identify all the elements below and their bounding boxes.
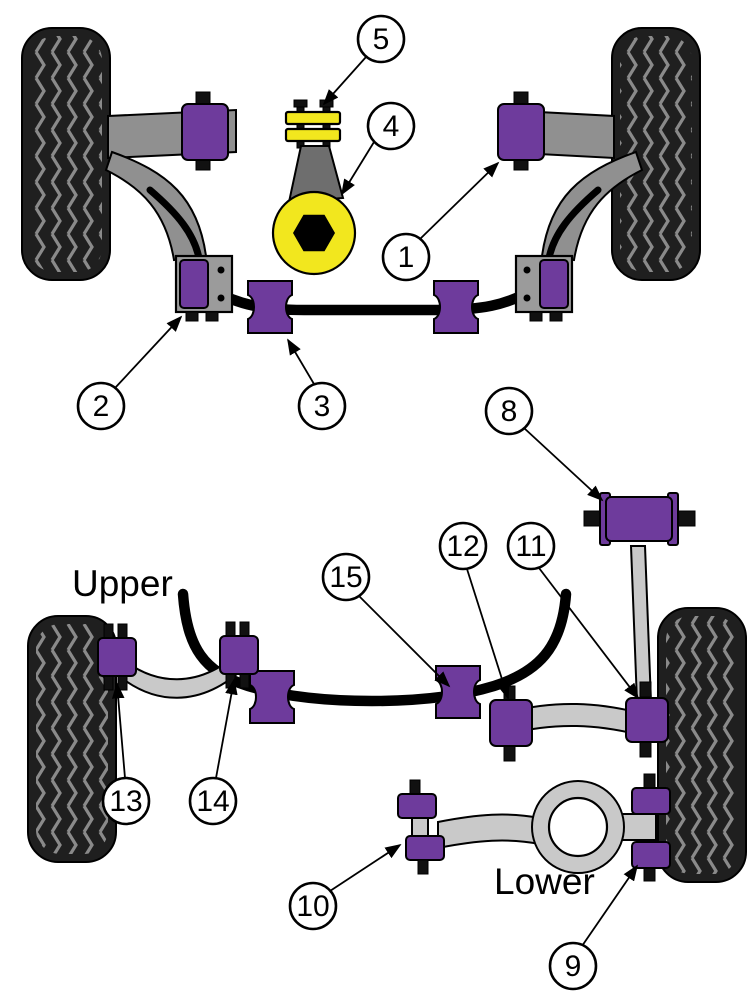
callout-8: 8: [484, 386, 534, 436]
callout-8-label: 8: [501, 395, 518, 428]
dog-bone-mount-bushing: [271, 190, 357, 276]
dog-bone-link: [287, 145, 345, 204]
rear-left-tire: [27, 615, 117, 863]
callout-11-label: 11: [515, 530, 546, 563]
lower-arm-hole: [547, 796, 609, 858]
callout-11: 11: [506, 521, 556, 571]
rear-upright-link: [629, 545, 653, 703]
rear-lower-arm-bushing-outer: [631, 773, 671, 882]
callout-9-label: 9: [565, 950, 582, 983]
upper-label: Upper: [72, 563, 173, 604]
leader-1: [419, 161, 500, 240]
callout-2-label: 2: [93, 390, 110, 423]
callout-3-label: 3: [314, 390, 331, 423]
leader-12: [466, 568, 510, 700]
rear-arb-bushing-right: [435, 665, 481, 719]
front-right-arb-clamp: [514, 254, 574, 322]
leader-10: [329, 844, 402, 892]
callout-4-label: 4: [383, 110, 400, 143]
front-right-tire: [611, 27, 701, 281]
callout-15: 15: [321, 552, 371, 602]
rear-right-tire: [657, 607, 747, 883]
callout-5: 5: [356, 14, 406, 64]
front-arb-end-right: [545, 186, 602, 262]
callout-9: 9: [548, 941, 598, 991]
front-arb-bushing-right: [433, 280, 479, 334]
callout-5-label: 5: [373, 23, 390, 56]
callout-3: 3: [297, 381, 347, 431]
leader-8: [523, 427, 604, 502]
rear-lower-arm-bushing-inner: [397, 779, 445, 875]
front-left-arm-bushing: [181, 91, 229, 171]
leader-13: [111, 682, 126, 779]
tire-tread: [620, 36, 692, 272]
front-arb-bushing-left: [247, 280, 293, 334]
rear-arb-bushing-left: [249, 670, 295, 724]
callout-14-label: 14: [196, 785, 229, 818]
callout-15-label: 15: [329, 561, 362, 594]
front-left-arb-clamp: [174, 254, 234, 322]
callout-12-label: 12: [446, 530, 479, 563]
leader-14: [215, 678, 238, 779]
rear-toe-link-bushing-inner: [489, 685, 533, 762]
dog-bone-mount-bracket: [284, 99, 342, 149]
callout-1: 1: [381, 232, 431, 282]
front-right-arm-bushing: [497, 91, 545, 171]
rear-lower-arm: [437, 780, 657, 874]
callout-12: 12: [438, 521, 488, 571]
leader-9: [581, 864, 639, 947]
rear-top-mount-bushing: [583, 492, 696, 546]
tire-tread: [30, 36, 102, 272]
callout-1-label: 1: [398, 241, 415, 274]
lower-label: Lower: [494, 861, 595, 902]
rear-toe-link-bushing-outer: [625, 681, 669, 758]
leader-2: [114, 315, 183, 389]
leader-3: [287, 338, 315, 385]
leader-11: [538, 567, 640, 700]
front-left-tire: [21, 27, 111, 281]
tire-tread: [36, 624, 108, 854]
front-anti-roll-bar: [202, 282, 542, 316]
leader-4: [341, 141, 375, 196]
callout-10: 10: [288, 881, 338, 931]
tire-tread: [666, 616, 738, 874]
hex-bolt-icon: [293, 214, 335, 252]
callout-14: 14: [188, 776, 238, 826]
callout-13: 13: [101, 776, 151, 826]
leader-5: [322, 56, 367, 106]
callout-13-label: 13: [109, 785, 142, 818]
callout-2: 2: [76, 381, 126, 431]
callout-10-label: 10: [296, 890, 329, 923]
leader-15: [358, 595, 451, 688]
front-arb-end-left: [146, 186, 203, 262]
leader-lines: [111, 56, 640, 947]
callout-4: 4: [366, 101, 416, 151]
